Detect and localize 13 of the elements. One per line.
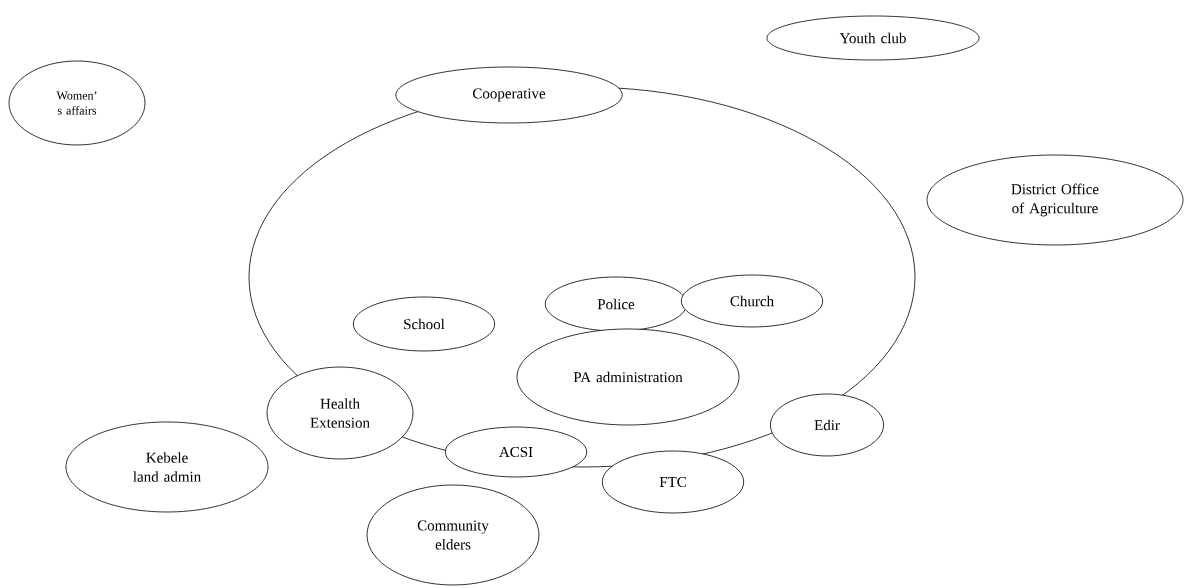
ellipse-node: Community elders — [366, 484, 540, 586]
ellipse-node: Youth club — [766, 15, 980, 61]
ellipse-node: District Office of Agriculture — [926, 154, 1184, 246]
ellipse-node: ACSI — [444, 426, 588, 478]
ellipse-node: School — [352, 296, 496, 352]
ellipse-node: Cooperative — [395, 66, 623, 124]
ellipse-node: Kebele land admin — [65, 421, 269, 513]
ellipse-node: Police — [544, 276, 688, 332]
ellipse-node: FTC — [601, 450, 745, 514]
ellipse-node: Women’ s affairs — [8, 60, 146, 146]
ellipse-node: Health Extension — [266, 366, 414, 460]
ellipse-node: Edir — [770, 393, 884, 457]
ellipse-node: Church — [680, 274, 824, 328]
